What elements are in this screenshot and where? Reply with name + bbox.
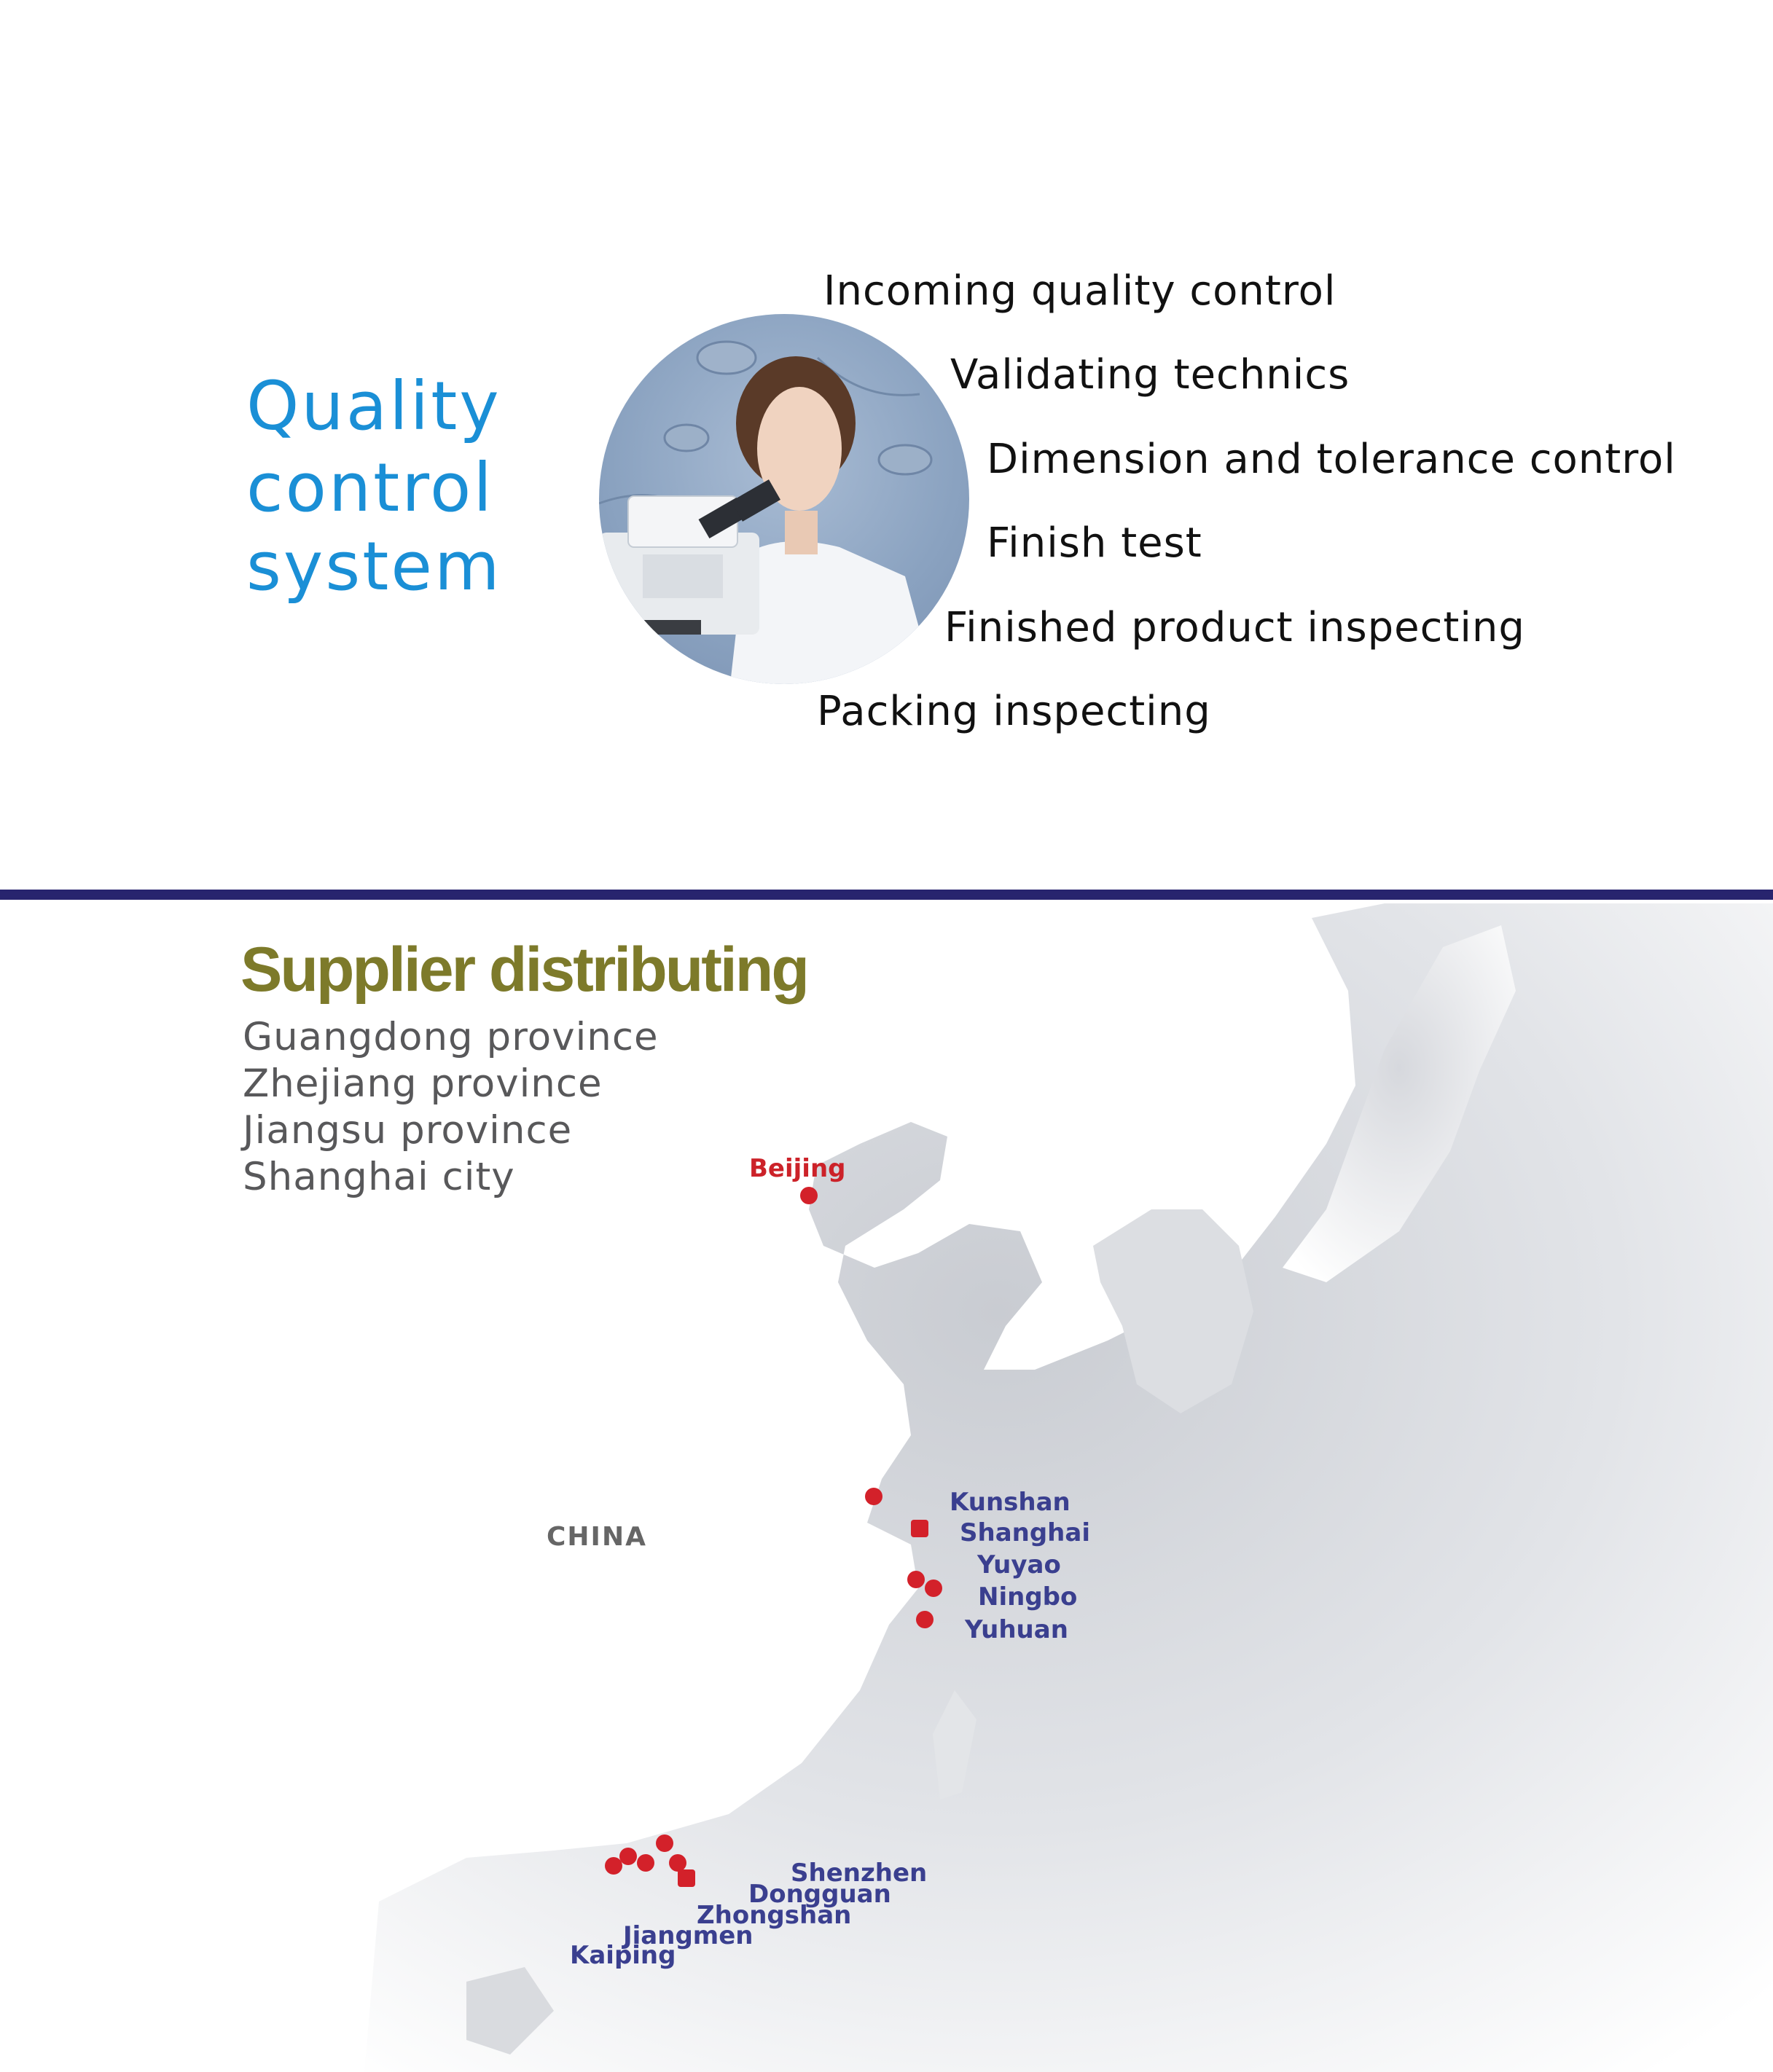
city-marker-zhongshan — [637, 1854, 654, 1872]
region-zhejiang: Zhejiang province — [243, 1061, 603, 1106]
city-marker-shenzhen — [669, 1854, 686, 1872]
qc-title-line-3: system — [246, 527, 502, 605]
city-label-shanghai: Shanghai — [960, 1518, 1090, 1547]
qc-item-finished-product: Finished product inspecting — [944, 604, 1525, 651]
city-label-beijing: Beijing — [749, 1154, 846, 1183]
city-label-kunshan: Kunshan — [950, 1488, 1071, 1517]
qc-title-line-2: control — [246, 449, 494, 527]
qc-item-dimension: Dimension and tolerance control — [987, 436, 1676, 483]
qc-item-validating: Validating technics — [950, 351, 1350, 399]
qc-item-incoming: Incoming quality control — [823, 267, 1336, 315]
city-label-kaiping: Kaiping — [570, 1941, 676, 1970]
qc-title-line-1: Quality — [246, 367, 501, 445]
city-label-yuhuan: Yuhuan — [965, 1615, 1068, 1644]
region-shanghai: Shanghai city — [243, 1155, 515, 1199]
supplier-title: Supplier distributing — [240, 935, 810, 1005]
qc-item-finish-test: Finish test — [987, 519, 1202, 567]
city-marker-hongkong — [678, 1869, 695, 1887]
country-label: CHINA — [547, 1522, 647, 1552]
city-label-jiangmen: Jiangmen — [623, 1921, 754, 1950]
city-marker-yuyao — [907, 1571, 925, 1588]
city-label-zhongshan: Zhongshan — [697, 1901, 852, 1930]
city-label-ningbo: Ningbo — [978, 1582, 1078, 1612]
city-label-shenzhen: Shenzhen — [791, 1859, 928, 1888]
city-label-dongguan: Dongguan — [748, 1880, 891, 1909]
city-marker-beijing — [800, 1187, 818, 1204]
region-guangdong: Guangdong province — [243, 1015, 659, 1059]
city-marker-yuhuan — [916, 1611, 934, 1628]
city-marker-kunshan — [865, 1488, 882, 1505]
qc-item-packing: Packing inspecting — [817, 688, 1211, 735]
east-asia-map — [364, 903, 1773, 2072]
city-marker-shanghai — [911, 1520, 928, 1537]
section-divider — [0, 890, 1773, 900]
city-marker-jiangmen — [619, 1848, 637, 1865]
city-marker-ningbo — [925, 1579, 942, 1597]
region-jiangsu: Jiangsu province — [243, 1108, 573, 1153]
city-label-yuyao: Yuyao — [977, 1550, 1061, 1579]
city-marker-kaiping — [605, 1857, 622, 1875]
city-marker-dongguan — [656, 1834, 673, 1852]
microscope-photo — [599, 314, 969, 684]
